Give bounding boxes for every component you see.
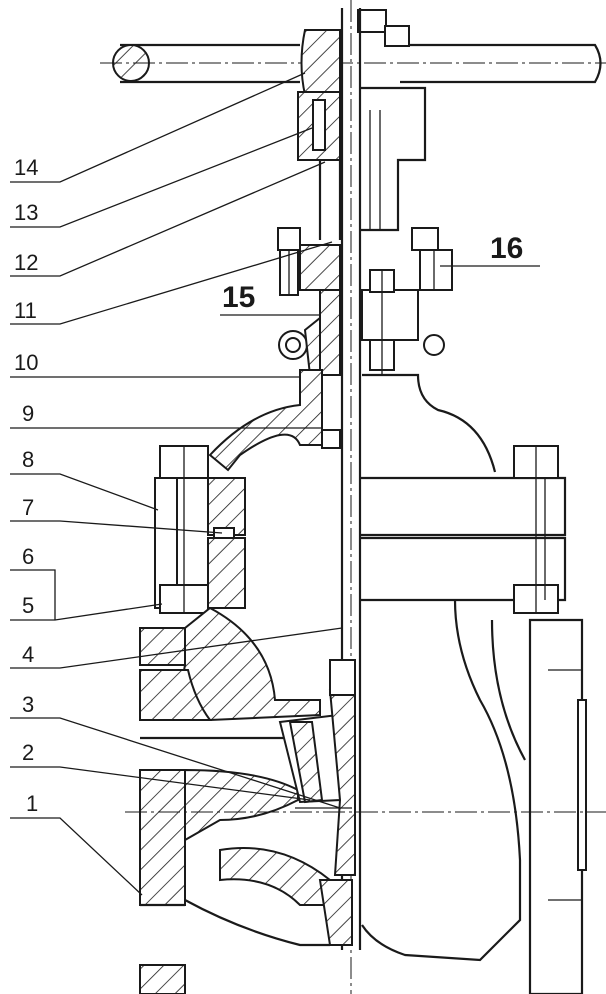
part-label-5: 5 — [22, 593, 34, 618]
part-label-3: 3 — [22, 692, 34, 717]
yoke — [297, 86, 427, 240]
bonnet — [208, 369, 497, 473]
gland-flange — [277, 227, 453, 376]
part-labels: 14 13 12 11 10 9 8 7 6 5 4 3 2 1 15 16 — [14, 155, 523, 816]
body-right-outline — [125, 599, 606, 994]
part-label-7: 7 — [22, 495, 34, 520]
part-label-11: 11 — [14, 298, 37, 323]
callout-label-15: 15 — [222, 281, 255, 314]
handwheel-hub — [300, 9, 410, 96]
leader-lines — [10, 72, 540, 896]
body-bonnet-flange — [154, 445, 567, 614]
part-label-10: 10 — [14, 350, 38, 375]
valve-body — [139, 606, 353, 994]
wedge-disc — [278, 659, 356, 876]
part-label-9: 9 — [22, 401, 34, 426]
handwheel — [100, 43, 606, 84]
part-label-14: 14 — [14, 155, 38, 180]
part-label-13: 13 — [14, 200, 38, 225]
part-label-2: 2 — [22, 740, 34, 765]
part-label-12: 12 — [14, 250, 38, 275]
part-label-6: 6 — [22, 544, 34, 569]
part-label-1: 1 — [26, 791, 38, 816]
callout-label-16: 16 — [490, 232, 523, 265]
part-label-8: 8 — [22, 447, 34, 472]
part-label-4: 4 — [22, 642, 34, 667]
